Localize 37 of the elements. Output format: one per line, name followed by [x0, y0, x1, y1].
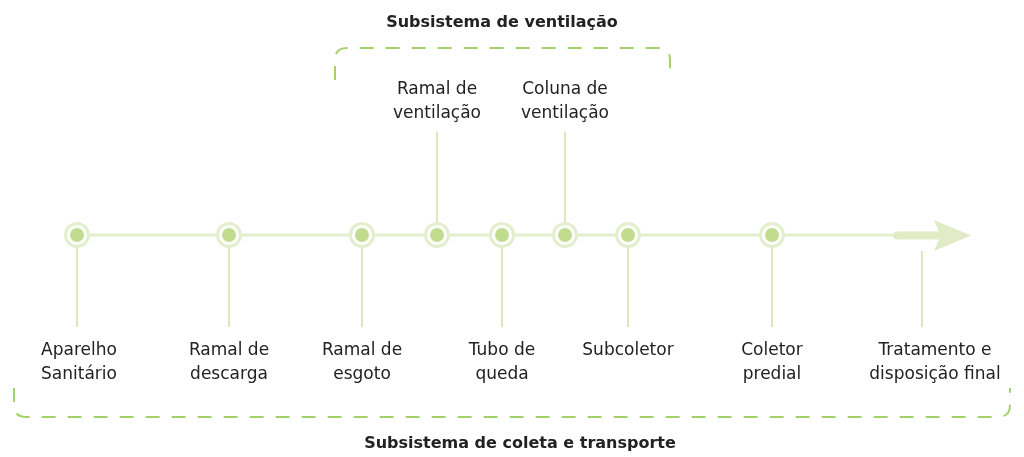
timeline-dot — [552, 222, 578, 248]
timeline-dot — [489, 222, 515, 248]
step-label: Aparelho Sanitário — [24, 337, 134, 385]
leader-line — [564, 131, 566, 223]
timeline-dot — [759, 222, 785, 248]
timeline-dot — [349, 222, 375, 248]
step-label: Tratamento e disposição final — [850, 337, 1020, 385]
step-label: Ramal de ventilação — [377, 76, 497, 124]
leader-line — [921, 250, 923, 328]
timeline-dot — [424, 222, 450, 248]
leader-line — [436, 131, 438, 223]
timeline-line — [90, 233, 216, 237]
timeline-line — [578, 233, 615, 237]
leader-line — [627, 247, 629, 328]
timeline-dot — [615, 222, 641, 248]
timeline-dot — [64, 222, 90, 248]
step-label: Coletor predial — [722, 337, 822, 385]
leader-line — [771, 247, 773, 328]
timeline-line — [450, 233, 489, 237]
timeline-line — [515, 233, 552, 237]
timeline-line — [375, 233, 424, 237]
timeline-line — [242, 233, 349, 237]
timeline-dot — [216, 222, 242, 248]
timeline-line — [785, 233, 893, 237]
leader-line — [501, 247, 503, 328]
group-heading: Subsistema de coleta e transporte — [364, 433, 676, 452]
flow-arrow — [893, 220, 971, 251]
leader-line — [228, 247, 230, 328]
step-label: Ramal de descarga — [174, 337, 284, 385]
step-label: Coluna de ventilação — [505, 76, 625, 124]
step-label: Ramal de esgoto — [307, 337, 417, 385]
step-label: Tubo de queda — [452, 337, 552, 385]
leader-line — [76, 247, 78, 328]
timeline-line — [641, 233, 759, 237]
leader-line — [361, 247, 363, 328]
step-label: Subcoletor — [568, 337, 688, 361]
group-heading: Subsistema de ventilação — [386, 12, 618, 31]
